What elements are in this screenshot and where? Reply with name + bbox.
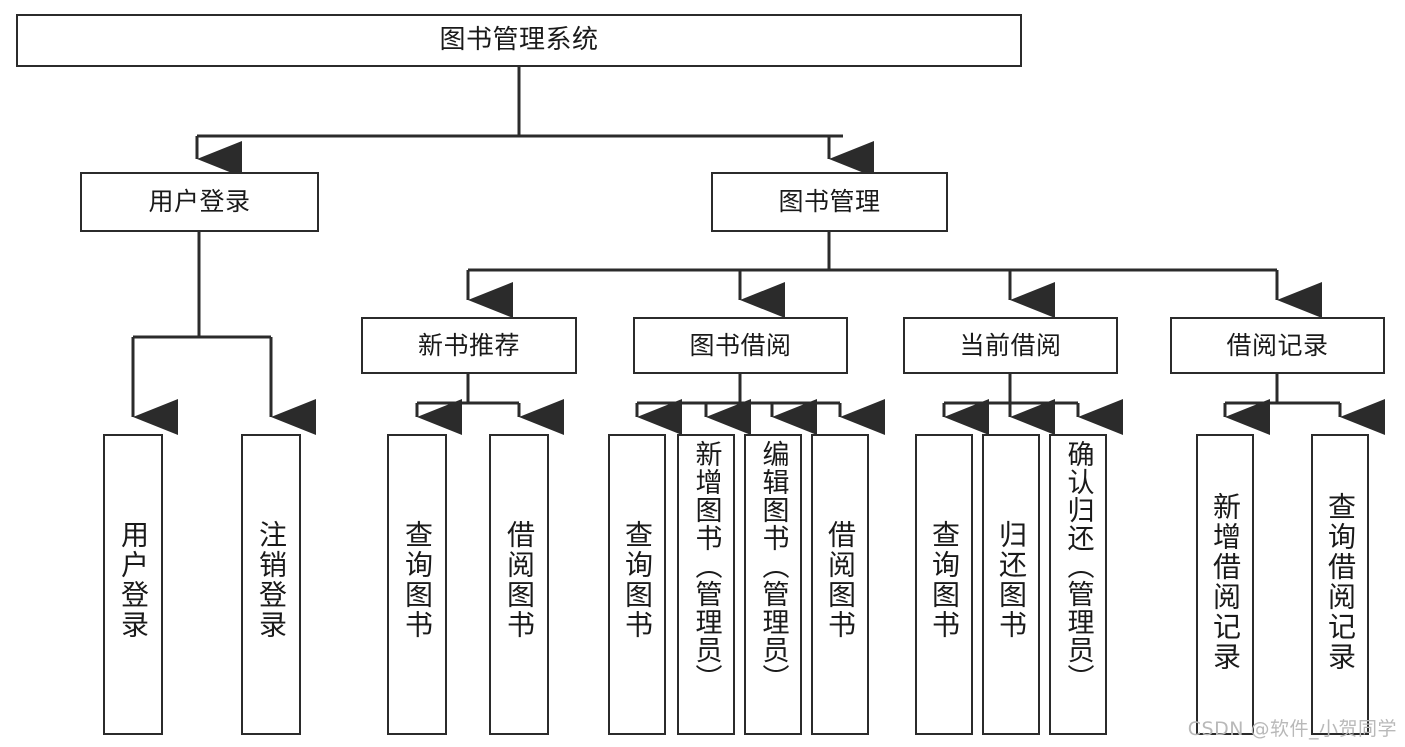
node-book-borrow[interactable]: 图书借阅 (633, 317, 848, 374)
node-current-borrow[interactable]: 当前借阅 (903, 317, 1118, 374)
node-label: 查询图书 (401, 520, 434, 640)
leaf-confirm-return[interactable]: 确认归还（管理员） (1049, 434, 1107, 735)
leaf-edit-book[interactable]: 编辑图书（管理员） (744, 434, 802, 735)
node-label: 归还图书 (995, 520, 1028, 640)
node-label: 新书推荐 (417, 330, 520, 360)
node-label: 借阅图书 (824, 520, 857, 640)
leaf-query-book-current[interactable]: 查询图书 (915, 434, 973, 735)
node-label: 新增借阅记录 (1209, 492, 1242, 672)
leaf-query-borrow-record[interactable]: 查询借阅记录 (1311, 434, 1369, 735)
leaf-logout[interactable]: 注销登录 (241, 434, 301, 735)
watermark: CSDN @软件_小贺同学 (1187, 718, 1397, 740)
leaf-query-book-borrow[interactable]: 查询图书 (608, 434, 666, 735)
node-label: 图书管理 (778, 187, 881, 217)
node-label: 注销登录 (255, 520, 288, 640)
node-label: 新增图书（管理员） (690, 440, 722, 692)
node-user-login[interactable]: 用户登录 (80, 172, 319, 232)
leaf-add-borrow-record[interactable]: 新增借阅记录 (1196, 434, 1254, 735)
node-label: 借阅图书 (503, 520, 536, 640)
node-borrow-record[interactable]: 借阅记录 (1170, 317, 1385, 374)
node-label: 用户登录 (117, 520, 150, 640)
node-label: 用户登录 (148, 187, 251, 217)
node-label: 借阅记录 (1226, 330, 1329, 360)
node-label: 图书借阅 (689, 330, 792, 360)
leaf-user-login[interactable]: 用户登录 (103, 434, 163, 735)
leaf-query-book-recommend[interactable]: 查询图书 (387, 434, 447, 735)
leaf-return-book[interactable]: 归还图书 (982, 434, 1040, 735)
node-root-book-management-system[interactable]: 图书管理系统 (16, 14, 1022, 67)
node-label: 查询图书 (621, 520, 654, 640)
node-book-management[interactable]: 图书管理 (711, 172, 948, 232)
node-new-book-recommend[interactable]: 新书推荐 (361, 317, 577, 374)
node-label: 图书管理系统 (439, 25, 599, 56)
node-label: 当前借阅 (959, 330, 1062, 360)
node-label: 查询图书 (928, 520, 961, 640)
leaf-add-book[interactable]: 新增图书（管理员） (677, 434, 735, 735)
leaf-borrow-book-recommend[interactable]: 借阅图书 (489, 434, 549, 735)
leaf-borrow-book-borrow[interactable]: 借阅图书 (811, 434, 869, 735)
node-label: 查询借阅记录 (1324, 492, 1357, 672)
node-label: 编辑图书（管理员） (757, 440, 789, 692)
node-label: 确认归还（管理员） (1062, 440, 1094, 692)
